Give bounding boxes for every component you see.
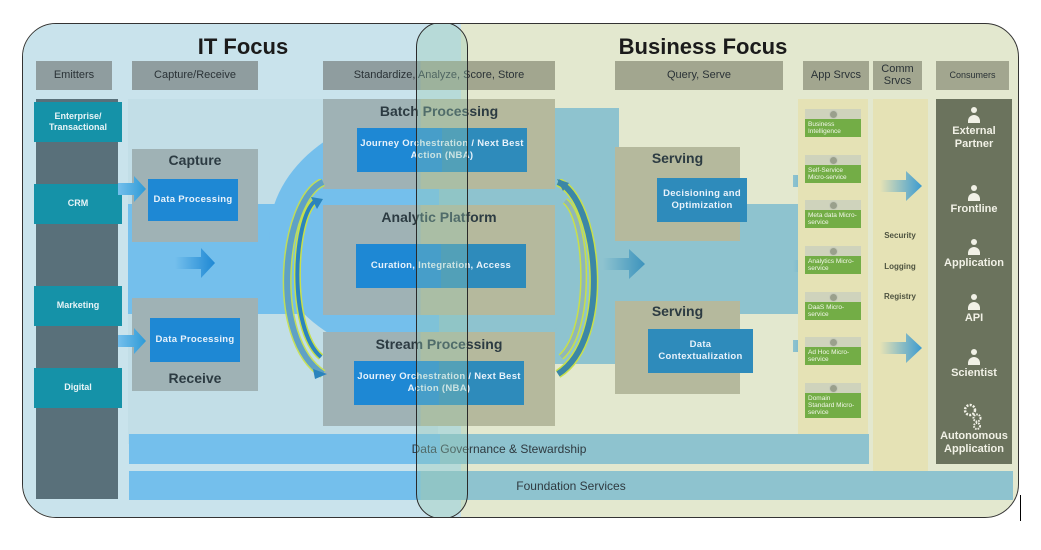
gears-icon: [963, 403, 982, 430]
microservice-card: Analytics Micro-service: [805, 246, 861, 275]
consumer-scientist: Scientist: [936, 349, 1012, 380]
app-services-panel: Business Intelligence Self-Service Micro…: [798, 99, 868, 444]
capture-data-processing: Data Processing: [148, 179, 238, 221]
receive-data-processing: Data Processing: [150, 318, 240, 362]
arrow-to-capture-icon: [118, 176, 146, 202]
consumer-autonomous-application: Autonomous Application: [936, 402, 1012, 456]
microservice-card: Meta data Micro-service: [805, 200, 861, 229]
comm-security: Security: [884, 231, 916, 240]
stream-title: Stream Processing: [375, 336, 503, 352]
header-emitters: Emitters: [36, 61, 112, 90]
architecture-diagram: IT Focus Business Focus Emitters Capture…: [22, 23, 1019, 518]
receive-title: Receive: [168, 370, 222, 386]
consumer-frontline: Frontline: [936, 185, 1012, 216]
header-app-srvcs: App Srvcs: [803, 61, 869, 90]
data-governance-band: Data Governance & Stewardship: [129, 434, 869, 464]
header-comm-srvcs: Comm Srvcs: [873, 61, 922, 90]
consumer-application: Application: [936, 239, 1012, 270]
arrow-to-receive-icon: [118, 328, 146, 354]
service-dot-icon: [828, 337, 838, 347]
consumer-external-partner: External Partner: [936, 107, 1012, 151]
header-standardize: Standardize, Analyze, Score, Store: [323, 61, 555, 90]
batch-nba-box: Journey Orchestration / Next Best Action…: [357, 128, 527, 172]
emitter-crm: CRM: [34, 184, 122, 224]
comm-services-panel: Security Logging Registry: [873, 99, 928, 499]
consumers-panel: External Partner Frontline Application A…: [936, 99, 1012, 464]
person-icon: [967, 349, 981, 365]
service-dot-icon: [828, 109, 838, 119]
microservice-card: Ad Hoc Micro-service: [805, 337, 861, 366]
capture-title: Capture: [168, 152, 222, 168]
microservice-card: Domain Standard Micro-service: [805, 383, 861, 419]
service-dot-icon: [828, 383, 838, 393]
comm-registry: Registry: [883, 292, 916, 301]
person-icon: [967, 239, 981, 255]
service-dot-icon: [828, 292, 838, 302]
microservice-card: Self-Service Micro-service: [805, 155, 861, 184]
service-dot-icon: [828, 155, 838, 165]
header-capture-receive: Capture/Receive: [132, 61, 258, 90]
service-dot-icon: [828, 200, 838, 210]
stream-nba-box: Journey Orchestration / Next Best Action…: [354, 361, 524, 405]
header-query-serve: Query, Serve: [615, 61, 783, 90]
arrow-to-processing-icon: [175, 248, 215, 278]
service-dot-icon: [828, 246, 838, 256]
emitter-enterprise: Enterprise/ Transactional: [34, 102, 122, 142]
it-focus-title: IT Focus: [197, 34, 289, 59]
curved-arrows-left-icon: [282, 179, 327, 379]
person-icon: [967, 185, 981, 201]
person-icon: [967, 107, 981, 123]
comm-logging: Logging: [884, 262, 916, 271]
emitter-digital: Digital: [34, 368, 122, 408]
analytic-curation-box: Curation, Integration, Access: [356, 244, 526, 288]
batch-title: Batch Processing: [379, 103, 499, 119]
consumer-api: API: [936, 294, 1012, 325]
comm-arrow-top-icon: [880, 171, 922, 201]
emitter-marketing: Marketing: [34, 286, 122, 326]
serving-top-title: Serving: [651, 150, 704, 166]
business-focus-title: Business Focus: [618, 34, 788, 59]
focus-overlap-divider: [416, 24, 468, 517]
microservice-card: DaaS Micro-service: [805, 292, 861, 321]
foundation-services-band: Foundation Services: [129, 471, 1013, 500]
comm-arrow-bottom-icon: [880, 333, 922, 363]
person-icon: [967, 294, 981, 310]
serving-bottom-title: Serving: [651, 303, 704, 319]
data-contextualization-box: Data Contextualization: [648, 329, 753, 373]
microservice-card: Business Intelligence: [805, 109, 861, 138]
cursor-line: [1020, 495, 1021, 521]
decisioning-box: Decisioning and Optimization: [657, 178, 747, 222]
arrow-to-serving-icon: [603, 249, 645, 279]
header-consumers: Consumers: [936, 61, 1009, 90]
curved-arrows-right-icon: [555, 179, 599, 378]
